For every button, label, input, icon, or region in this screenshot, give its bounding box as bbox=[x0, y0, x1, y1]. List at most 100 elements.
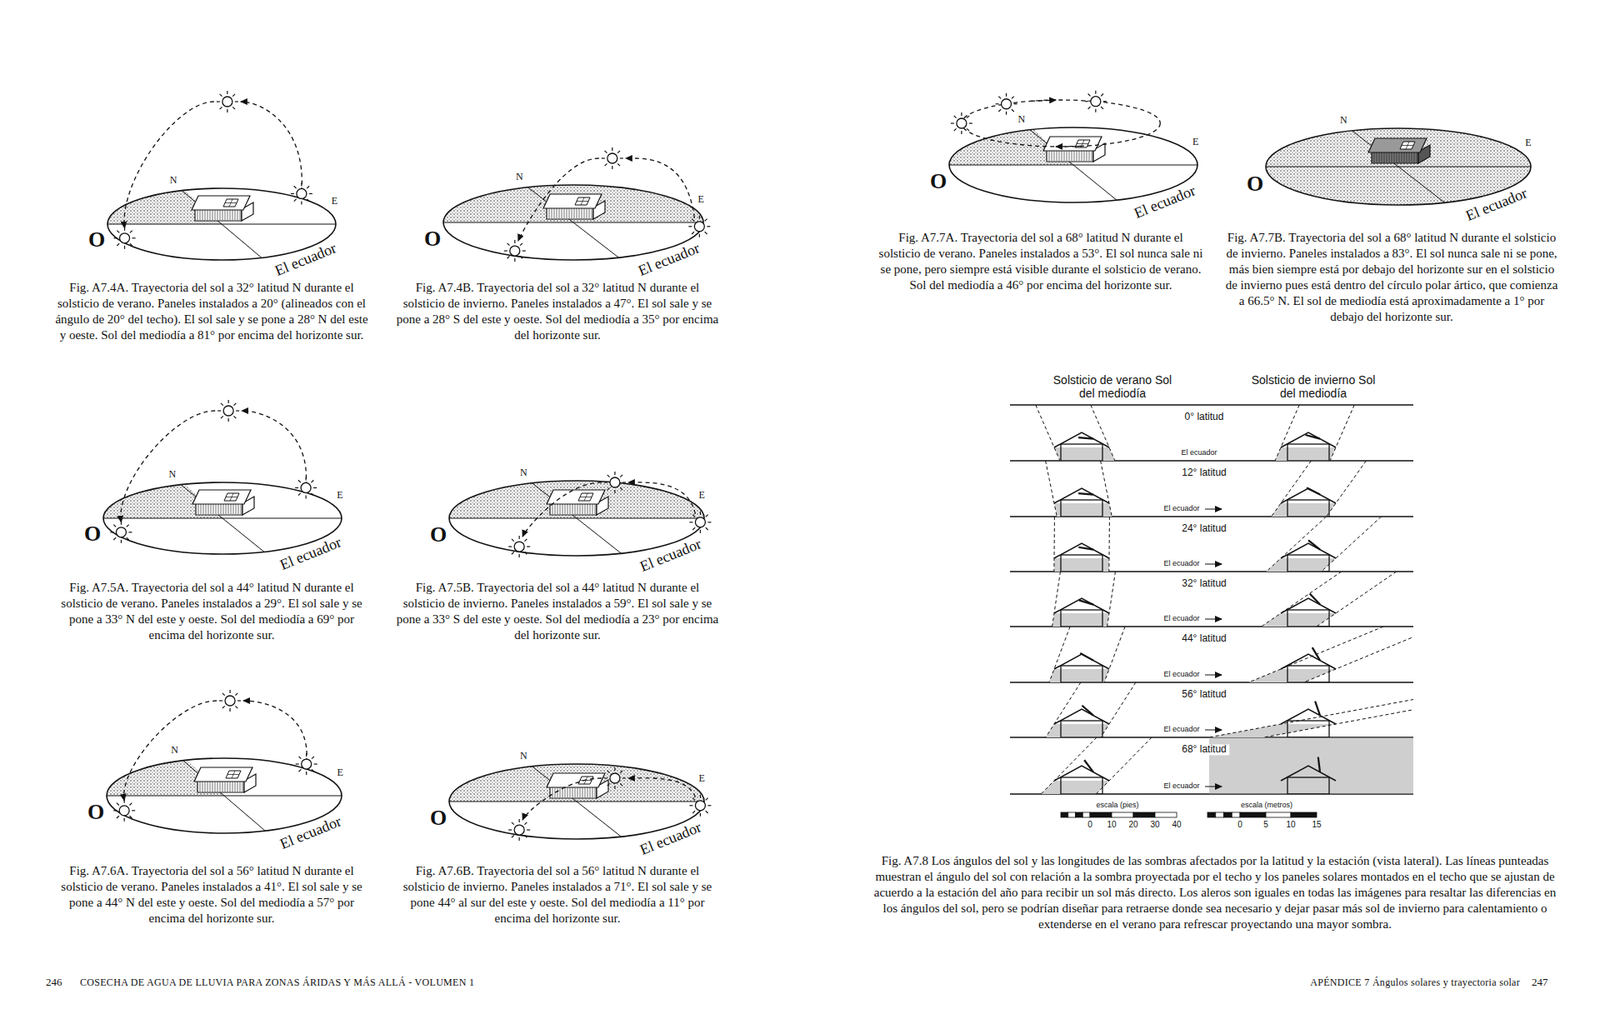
rect-shape bbox=[1215, 812, 1225, 818]
sun-icon bbox=[508, 535, 530, 558]
line-shape bbox=[212, 781, 214, 792]
line-shape bbox=[305, 771, 307, 775]
line-shape bbox=[1074, 150, 1075, 161]
line-shape bbox=[1091, 150, 1093, 161]
line-shape bbox=[559, 208, 560, 219]
line-shape bbox=[1056, 150, 1058, 161]
line-shape bbox=[309, 193, 313, 195]
line-shape bbox=[225, 496, 238, 498]
line-shape bbox=[131, 810, 135, 811]
line-shape bbox=[235, 693, 238, 696]
compass-label: N bbox=[1340, 115, 1348, 126]
house-drawing bbox=[546, 773, 609, 799]
line-shape bbox=[519, 554, 520, 558]
line-shape bbox=[235, 410, 240, 411]
house-section bbox=[1271, 460, 1367, 517]
line-shape bbox=[1381, 152, 1383, 163]
line-shape bbox=[707, 521, 711, 523]
line-shape bbox=[611, 165, 613, 170]
sun-icon bbox=[688, 215, 710, 238]
house-section bbox=[1045, 460, 1113, 517]
line-shape bbox=[692, 798, 695, 801]
shadow-fill bbox=[1275, 447, 1336, 461]
line-shape bbox=[306, 185, 310, 189]
line-shape bbox=[120, 540, 122, 544]
line-shape bbox=[1086, 150, 1088, 161]
figure-caption: Fig. A7.7B. Trayectoria del sol a 68° la… bbox=[1225, 230, 1559, 325]
sun-path bbox=[522, 482, 602, 537]
line-shape bbox=[595, 504, 596, 515]
sun-ray bbox=[1261, 571, 1342, 627]
line-shape bbox=[114, 237, 118, 239]
page-number: 246 bbox=[45, 975, 63, 990]
line-shape bbox=[1089, 150, 1090, 161]
line-shape bbox=[200, 504, 202, 515]
line-shape bbox=[222, 781, 224, 792]
line-shape bbox=[242, 781, 244, 792]
figure-caption: Fig. A7.5A. Trayectoria del sol a 44° la… bbox=[51, 580, 373, 644]
figure-caption: Fig. A7.4B. Trayectoria del sol a 32° la… bbox=[395, 280, 720, 344]
line-shape bbox=[1005, 111, 1007, 115]
line-shape bbox=[225, 202, 237, 204]
north-south-axis bbox=[1351, 130, 1445, 203]
latitude-label: 0° latitud bbox=[1182, 411, 1227, 423]
line-shape bbox=[507, 255, 510, 259]
line-shape bbox=[1384, 152, 1385, 163]
line-shape bbox=[570, 787, 571, 798]
house-section bbox=[1040, 737, 1152, 795]
sun-icon bbox=[689, 795, 711, 817]
line-shape bbox=[576, 208, 578, 219]
solar-panel bbox=[1078, 493, 1094, 495]
solar-panel bbox=[1081, 705, 1094, 716]
compass-label: O bbox=[930, 170, 947, 195]
line-shape bbox=[580, 504, 581, 515]
line-shape bbox=[124, 245, 125, 250]
line-shape bbox=[577, 504, 579, 515]
polygon-shape bbox=[1368, 138, 1427, 153]
line-shape bbox=[222, 210, 224, 220]
house-section bbox=[1035, 405, 1115, 461]
line-shape bbox=[614, 785, 615, 790]
sun-ray bbox=[1107, 571, 1116, 627]
figure-caption: Fig. A7.6A. Trayectoria del sol a 56° la… bbox=[51, 863, 373, 927]
house-drawing bbox=[546, 490, 609, 515]
line-shape bbox=[237, 700, 241, 701]
house-roof bbox=[1280, 598, 1336, 614]
line-shape bbox=[511, 551, 515, 555]
house-drawing bbox=[543, 194, 605, 220]
line-shape bbox=[614, 471, 615, 475]
equator-label: El ecuador bbox=[1132, 182, 1199, 222]
polygon-shape bbox=[550, 786, 597, 799]
line-shape bbox=[240, 210, 241, 220]
line-shape bbox=[572, 787, 574, 798]
house-section bbox=[1049, 626, 1125, 683]
house-roof bbox=[1054, 598, 1110, 614]
sun-icon bbox=[295, 476, 317, 499]
line-shape bbox=[205, 504, 207, 515]
line-shape bbox=[1011, 109, 1015, 112]
line-shape bbox=[1049, 150, 1050, 161]
line-shape bbox=[226, 90, 228, 95]
line-shape bbox=[1103, 100, 1107, 102]
house-roof bbox=[1280, 488, 1336, 504]
house-wall bbox=[1060, 555, 1103, 572]
equator-label: El ecuador bbox=[636, 240, 703, 280]
sun-path bbox=[124, 101, 215, 229]
line-shape bbox=[960, 130, 962, 135]
line-shape bbox=[688, 225, 692, 227]
line-shape bbox=[1401, 145, 1414, 146]
equator-arrow bbox=[1205, 675, 1222, 676]
scale-number: 20 bbox=[1128, 820, 1138, 830]
line-shape bbox=[215, 781, 216, 792]
latitude-label: 32° latitud bbox=[1179, 578, 1230, 590]
line-shape bbox=[226, 109, 228, 113]
polygon-shape bbox=[191, 195, 250, 210]
compass-label: N bbox=[169, 469, 177, 480]
line-shape bbox=[220, 106, 223, 110]
sun-icon bbox=[295, 753, 318, 775]
house-drawing bbox=[194, 767, 256, 793]
sun-ray bbox=[1264, 682, 1414, 738]
circle-shape bbox=[607, 153, 618, 164]
house-section bbox=[1266, 516, 1382, 572]
shadow-fill bbox=[1054, 503, 1112, 517]
